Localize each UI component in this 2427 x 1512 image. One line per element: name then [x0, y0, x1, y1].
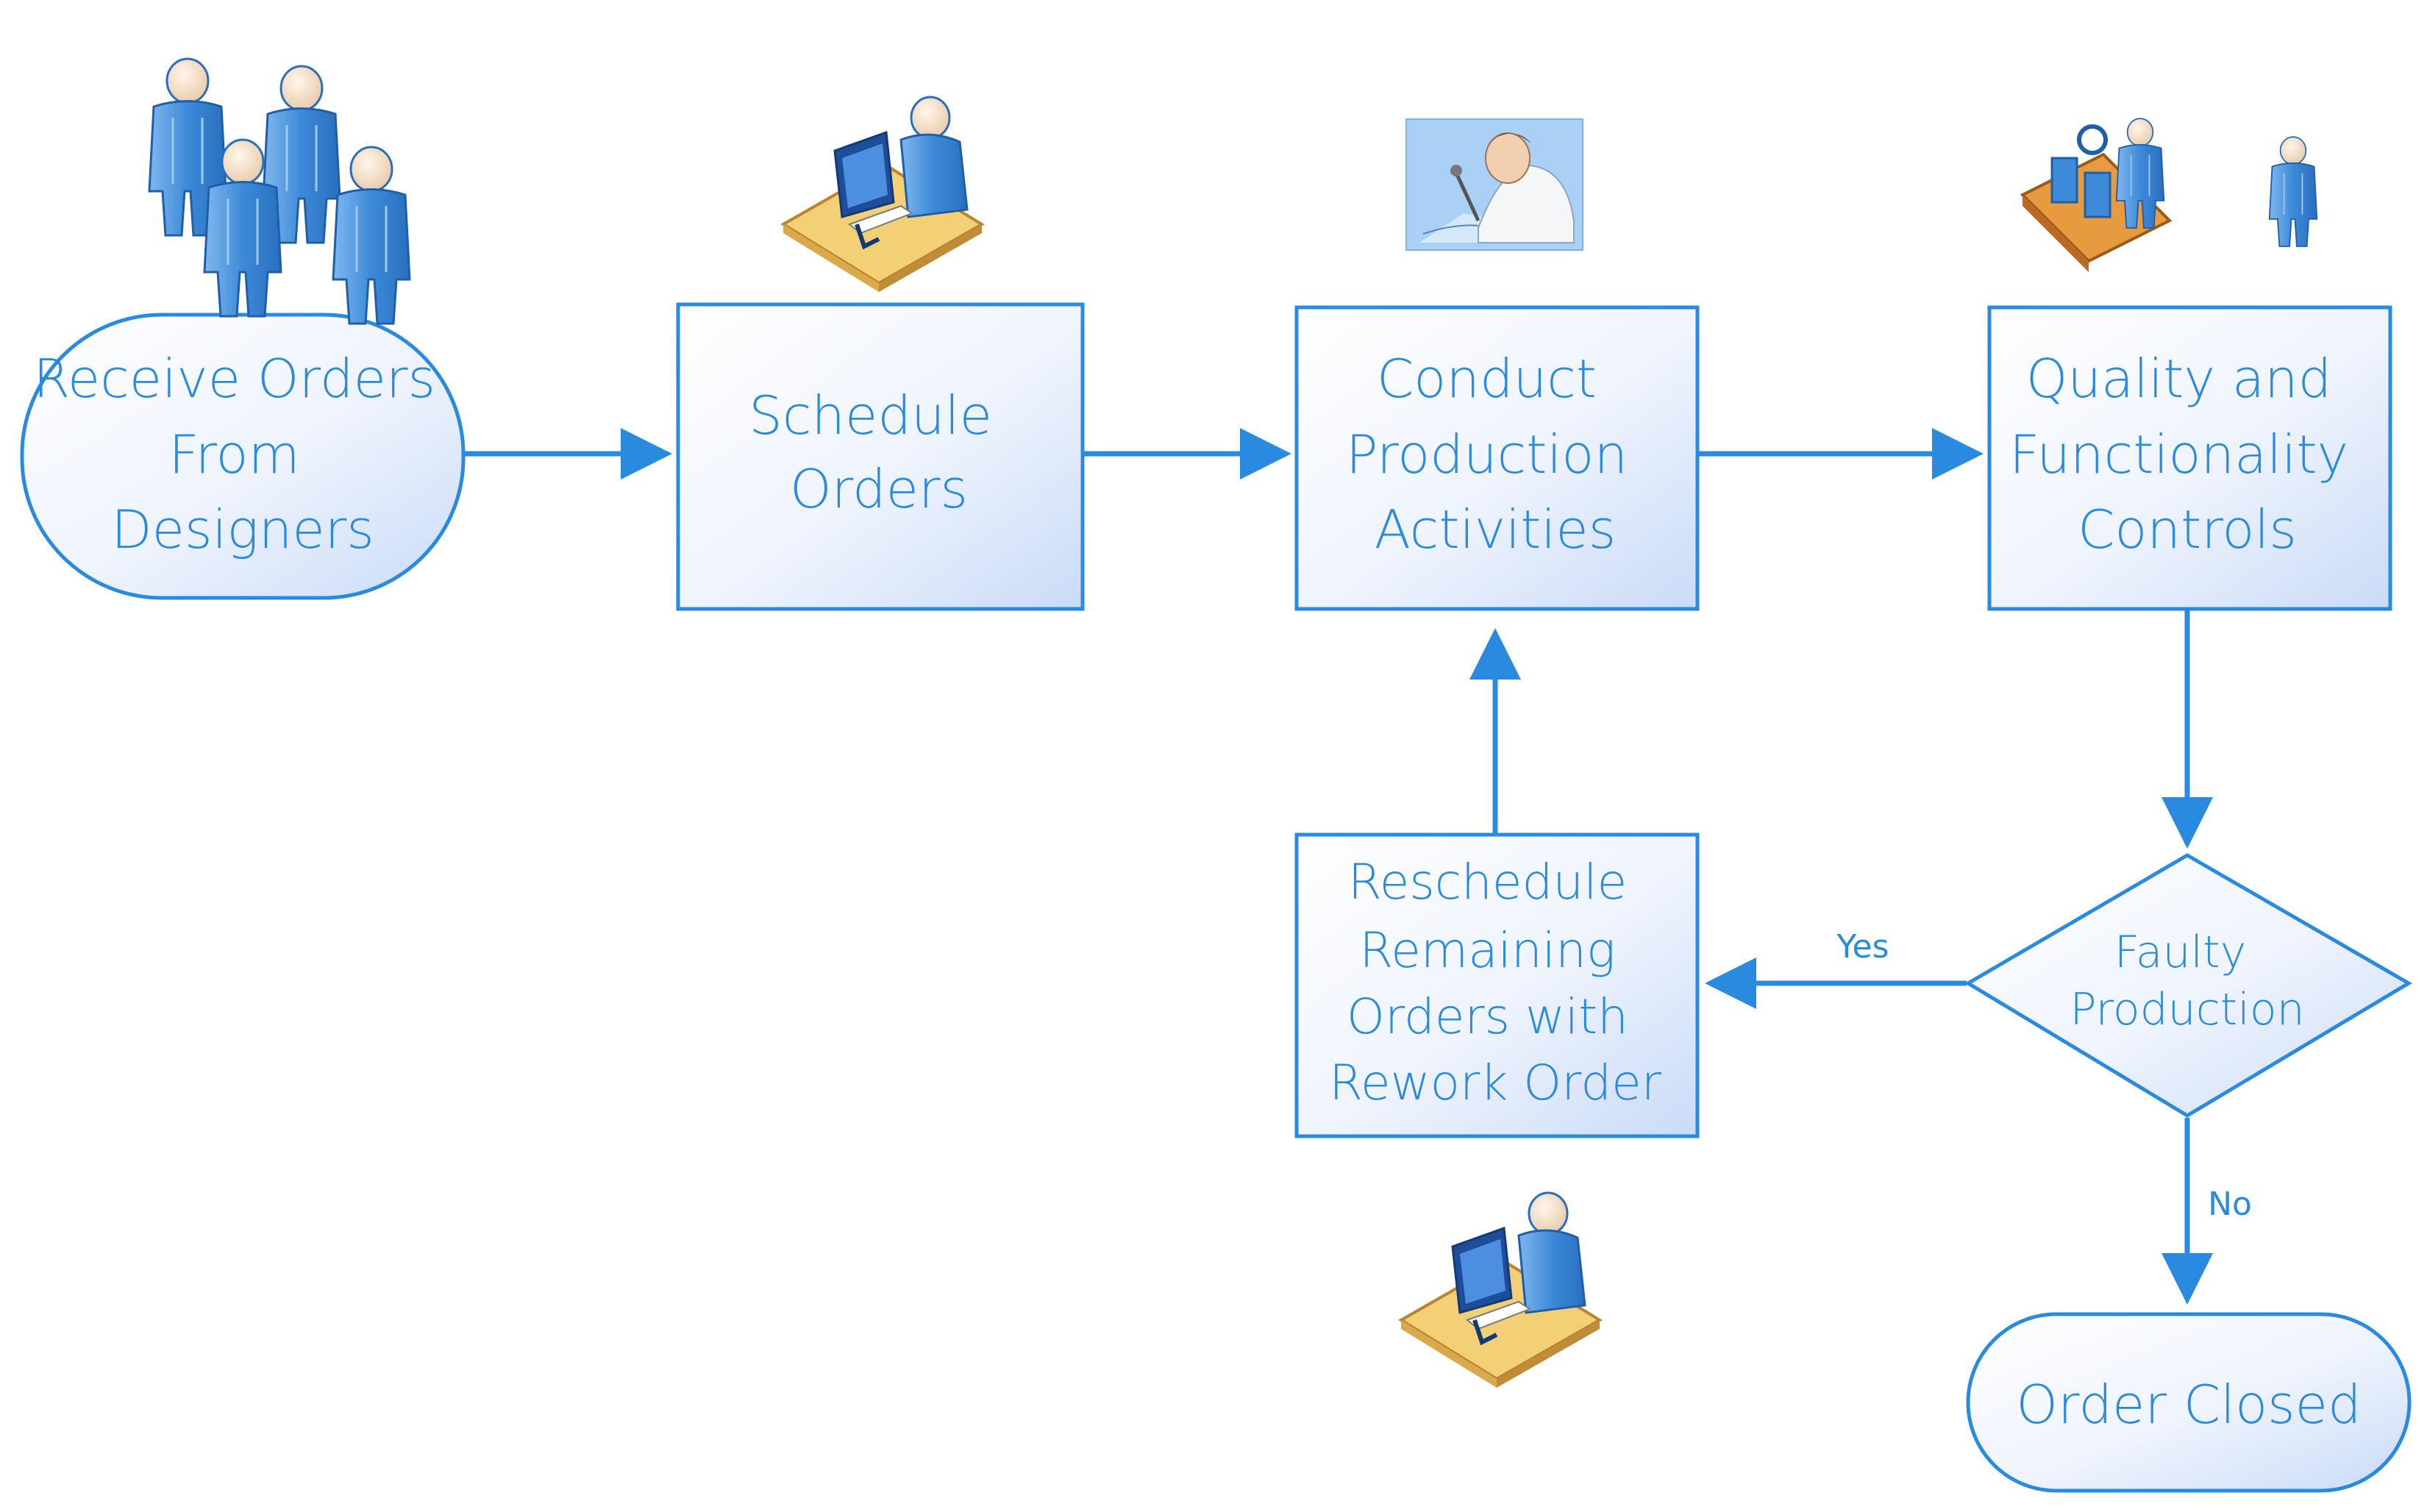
yes-label: Yes	[1836, 928, 1889, 966]
svg-text:Conduct Production: Conduct Production Activities	[1346, 348, 1644, 560]
svg-text:Reschedule Remaining: Reschedule Remaining Orders with Rework …	[1329, 854, 1662, 1111]
node-order-closed[interactable]: Order Closed	[1966, 1312, 2412, 1493]
node-quality-controls-line-2: Functionality	[2009, 424, 2348, 485]
node-reschedule-orders[interactable]: Reschedule Remaining Orders with Rework …	[1294, 832, 1700, 1138]
svg-text:Schedule Orders: Schedule Orders	[749, 385, 1009, 520]
svg-text:Receive Orders From: Receive Orders From Designers	[33, 348, 452, 560]
node-reschedule-orders-line-4: Rework Order	[1329, 1055, 1662, 1111]
node-faulty-production-line-2: Production	[2070, 984, 2304, 1035]
node-faulty-production-line-1: Faulty	[2114, 927, 2247, 978]
node-receive-orders[interactable]: Receive Orders From Designers	[20, 313, 466, 600]
node-reschedule-orders-line-3: Orders with	[1347, 988, 1628, 1045]
node-conduct-production-line-2: Production	[1346, 424, 1628, 485]
assembly-line-worker-icon	[2020, 118, 2173, 272]
node-schedule-orders-line-1: Schedule	[749, 385, 992, 446]
no-label: No	[2208, 1185, 2252, 1223]
svg-text:Quality and Functionalit: Quality and Functionality Controls	[2009, 348, 2365, 560]
node-schedule-orders-line-2: Orders	[790, 458, 968, 520]
scientist-photo-icon	[1405, 118, 1583, 251]
svg-text:Order Closed: Order Closed	[2016, 1374, 2361, 1436]
node-quality-controls-line-3: Controls	[2078, 499, 2297, 560]
node-faulty-production[interactable]: Faulty Production	[1964, 853, 2412, 1118]
person-icon	[2268, 136, 2318, 247]
group-of-people-icon	[148, 57, 411, 325]
node-quality-controls-line-1: Quality and	[2026, 348, 2332, 410]
node-conduct-production-line-3: Activities	[1375, 499, 1616, 560]
node-conduct-production[interactable]: Conduct Production Activities	[1294, 305, 1700, 611]
node-quality-controls[interactable]: Quality and Functionality Controls	[1987, 305, 2392, 611]
node-reschedule-orders-line-1: Reschedule	[1348, 854, 1627, 910]
node-schedule-orders[interactable]: Schedule Orders	[676, 302, 1085, 611]
node-order-closed-line-1: Order Closed	[2016, 1374, 2361, 1436]
node-receive-orders-line-1: Receive Orders	[33, 348, 435, 410]
svg-text:Faulty Production: Faulty Production	[2070, 927, 2304, 1035]
node-receive-orders-line-2: From	[168, 424, 299, 485]
person-at-computer-icon-2	[1401, 1193, 1600, 1388]
person-at-computer-icon	[783, 97, 982, 292]
node-reschedule-orders-line-2: Remaining	[1359, 922, 1615, 979]
node-receive-orders-line-3: Designers	[111, 499, 374, 560]
node-conduct-production-line-1: Conduct	[1377, 348, 1597, 410]
